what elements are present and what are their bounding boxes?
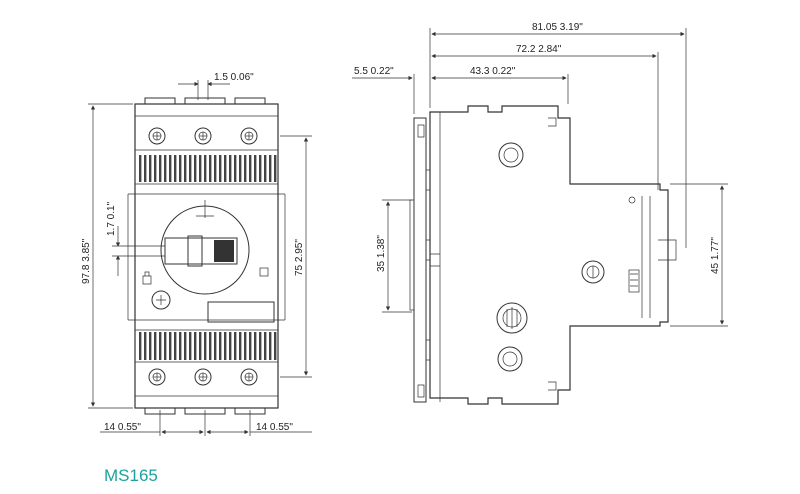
front-dim-height-inner: 75 2.95" [294, 239, 305, 276]
vent-slot [164, 155, 167, 182]
bottom-terminal-screws [148, 368, 258, 386]
vent-slot [249, 155, 252, 182]
side-small-knob [581, 260, 605, 284]
vent-slot [179, 332, 182, 360]
vent-slot [254, 332, 257, 360]
vent-slot [154, 155, 157, 182]
test-button [151, 290, 171, 310]
vent-slot [234, 155, 237, 182]
vent-slot [149, 332, 152, 360]
vent-slot [199, 155, 202, 182]
rotary-knob [160, 200, 250, 295]
vent-slot [264, 332, 267, 360]
vent-slot [139, 332, 142, 360]
vent-slot [159, 155, 162, 182]
vent-slot [199, 332, 202, 360]
vent-slot [209, 332, 212, 360]
vent-slot [139, 155, 142, 182]
vent-slot [169, 155, 172, 182]
vent-slot [154, 332, 157, 360]
vent-slot [274, 332, 277, 360]
vent-slot [224, 155, 227, 182]
vent-slot [209, 155, 212, 182]
vent-slot [259, 332, 262, 360]
vent-slot [269, 155, 272, 182]
vent-slot [254, 155, 257, 182]
vent-slot [239, 332, 242, 360]
front-dim-knob-offset: 1.7 0.1" [106, 201, 117, 236]
side-adjust-screw [496, 302, 528, 334]
vent-slot [219, 155, 222, 182]
side-dim-width-2: 72.2 2.84" [516, 44, 562, 55]
vent-slot [224, 332, 227, 360]
vent-slot [244, 155, 247, 182]
vent-slot [229, 155, 232, 182]
top-terminal-screws [148, 127, 258, 145]
vent-slot [189, 332, 192, 360]
vent-slot [259, 155, 262, 182]
side-dim-width-3: 43.3 0.22" [470, 66, 516, 77]
side-dim-offset: 5.5 0.22" [354, 66, 394, 77]
vent-slot [179, 155, 182, 182]
front-dim-height-total: 97.8 3.85" [81, 238, 92, 284]
model-label: MS165 [104, 466, 158, 485]
vent-slot [234, 332, 237, 360]
vent-slot [164, 332, 167, 360]
vent-slot [264, 155, 267, 182]
label-slot [207, 301, 275, 323]
vent-slot [169, 332, 172, 360]
side-view: 81.05 3.19" 72.2 2.84" 43.3 0.22" 5.5 0.… [352, 22, 728, 405]
vent-slot [184, 332, 187, 360]
vent-slot [194, 155, 197, 182]
vent-slot [214, 155, 217, 182]
vent-slot [184, 155, 187, 182]
vent-slot [204, 155, 207, 182]
vent-slot [189, 155, 192, 182]
side-dim-rail: 35 1.38" [376, 235, 387, 272]
vent-slot [194, 332, 197, 360]
side-bottom-stud [497, 346, 523, 372]
vent-slot [174, 332, 177, 360]
vent-slot [244, 332, 247, 360]
front-dim-top: 1.5 0.06" [214, 72, 254, 83]
vent-slot [249, 332, 252, 360]
front-dim-bottom-left: 14 0.55" [104, 422, 141, 433]
side-body-outline [429, 105, 669, 405]
vent-slot [174, 155, 177, 182]
rail-clip [413, 117, 427, 403]
side-dim-total-width: 81.05 3.19" [532, 22, 583, 33]
vent-slot [144, 155, 147, 182]
vent-slot [219, 332, 222, 360]
vent-slot [214, 332, 217, 360]
top-vent-slots [139, 155, 277, 182]
vent-slot [229, 332, 232, 360]
bottom-vent-slots [139, 332, 277, 360]
vent-slot [149, 155, 152, 182]
vent-slot [204, 332, 207, 360]
vent-slot [159, 332, 162, 360]
front-view: 1.5 0.06" 97.8 3.85" 1.7 0.1" 75 2.95" 1… [81, 72, 312, 436]
front-dim-bottom-right: 14 0.55" [256, 422, 293, 433]
vent-slot [274, 155, 277, 182]
vent-slot [269, 332, 272, 360]
vent-slot [144, 332, 147, 360]
side-dim-right-height: 45 1.77" [710, 237, 721, 274]
vent-slot [239, 155, 242, 182]
side-top-stud [498, 142, 524, 168]
